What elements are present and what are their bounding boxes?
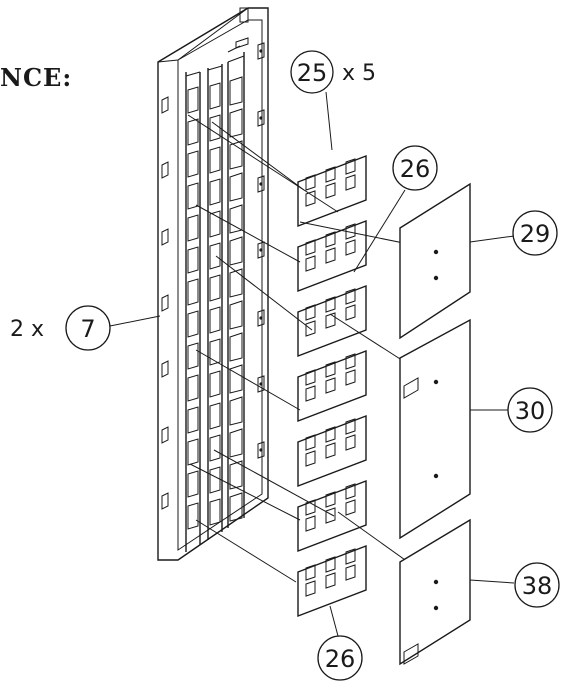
- svg-text:30: 30: [515, 397, 546, 425]
- svg-text:25: 25: [297, 59, 328, 87]
- svg-text:26: 26: [400, 155, 431, 183]
- bracket-plate: [297, 154, 367, 228]
- panel-30: [399, 318, 471, 540]
- callout-29: 29: [469, 210, 558, 256]
- svg-text:26: 26: [325, 645, 356, 673]
- svg-text:7: 7: [80, 315, 95, 343]
- frame-column: [157, 7, 269, 561]
- callout-7-quantity: 2 x: [10, 317, 44, 342]
- panel-29: [399, 182, 471, 340]
- bracket-plate: [297, 219, 367, 293]
- bracket-plate: [297, 544, 367, 618]
- bracket-group: [297, 154, 367, 618]
- bracket-plate: [297, 284, 367, 358]
- callout-30: 30: [470, 387, 553, 433]
- svg-text:38: 38: [522, 572, 553, 600]
- bracket-plate: [297, 414, 367, 488]
- bracket-plate: [297, 479, 367, 553]
- callout-26-top: 26: [353, 145, 438, 273]
- callout-25: 25 x 5: [290, 50, 376, 151]
- svg-text:29: 29: [520, 220, 551, 248]
- callout-38: 38: [469, 562, 560, 608]
- callout-7: 7 2 x: [10, 305, 161, 351]
- callout-26-bottom: 26: [317, 605, 363, 681]
- panel-38: [399, 518, 471, 666]
- section-heading: NCE:: [0, 63, 72, 92]
- bracket-plate: [297, 349, 367, 423]
- callout-25-quantity: x 5: [342, 61, 376, 86]
